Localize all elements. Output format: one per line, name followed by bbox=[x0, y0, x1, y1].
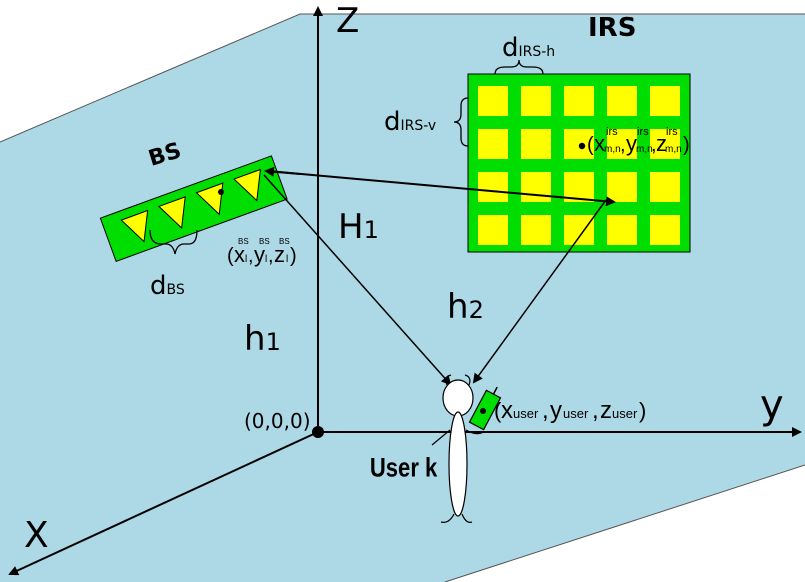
svg-text:x: x bbox=[234, 242, 245, 267]
irs-element bbox=[521, 86, 551, 116]
x-axis bbox=[8, 431, 319, 576]
bs-panel-group bbox=[99, 155, 288, 263]
bs-antenna-dot bbox=[218, 189, 224, 195]
svg-text:z: z bbox=[656, 131, 667, 156]
back-wall-edge bbox=[0, 13, 805, 143]
svg-text:BS: BS bbox=[259, 237, 270, 246]
svg-text:y: y bbox=[626, 131, 637, 156]
irs-h-spacing-label: dIRS-h bbox=[502, 33, 555, 63]
irs-element bbox=[478, 86, 508, 116]
origin-label: (0,0,0) bbox=[244, 409, 311, 433]
irs-element bbox=[650, 172, 680, 202]
bs-to-user-channel bbox=[263, 174, 452, 386]
irs-element bbox=[650, 129, 680, 159]
svg-text:(: ( bbox=[227, 245, 234, 267]
z-axis-label: Z bbox=[336, 1, 359, 41]
irs-element bbox=[478, 129, 508, 159]
user-phone-dot bbox=[480, 408, 486, 414]
bs-antenna bbox=[195, 182, 224, 216]
irs-element bbox=[607, 86, 637, 116]
svg-text:irs: irs bbox=[666, 126, 678, 138]
irs-element bbox=[521, 129, 551, 159]
irs-element bbox=[564, 129, 594, 159]
irs-element bbox=[607, 172, 637, 202]
h2-label: h2 bbox=[447, 287, 484, 327]
svg-text:m,n: m,n bbox=[665, 144, 682, 155]
svg-text:,: , bbox=[620, 134, 626, 156]
svg-text:(: ( bbox=[587, 134, 594, 156]
svg-text:,: , bbox=[248, 245, 254, 267]
irs-h-brace bbox=[494, 59, 544, 75]
irs-element bbox=[521, 172, 551, 202]
svg-text:user: user bbox=[612, 406, 638, 421]
H1-label: H1 bbox=[338, 207, 379, 247]
y-axis-label: y bbox=[760, 382, 784, 428]
irs-element bbox=[478, 172, 508, 202]
irs-element-dot bbox=[578, 142, 586, 150]
svg-text:,: , bbox=[268, 245, 274, 267]
bs-antenna bbox=[120, 209, 149, 243]
bs-antenna-coord: ( x BS l , y BS l , z BS l ) bbox=[227, 237, 297, 267]
svg-text:z: z bbox=[274, 242, 285, 267]
irs-v-spacing-label: dIRS-v bbox=[384, 107, 436, 137]
irs-element bbox=[607, 215, 637, 245]
svg-text:x: x bbox=[594, 131, 605, 156]
irs-title: IRS bbox=[588, 13, 636, 43]
svg-text:l: l bbox=[265, 254, 267, 265]
bs-antenna bbox=[233, 168, 261, 202]
svg-text:irs: irs bbox=[606, 126, 618, 138]
svg-text:m,n: m,n bbox=[604, 144, 621, 155]
svg-text:,: , bbox=[651, 134, 657, 156]
irs-element bbox=[650, 86, 680, 116]
irs-element-coord: ( x irs m,n , y irs m,n , z irs m,n ) bbox=[587, 126, 690, 156]
irs-element bbox=[607, 129, 637, 159]
irs-element bbox=[650, 215, 680, 245]
svg-text:irs: irs bbox=[637, 126, 649, 138]
irs-v-brace bbox=[453, 97, 469, 147]
irs-to-user-channel bbox=[472, 199, 607, 384]
svg-text:l: l bbox=[286, 254, 288, 265]
svg-text:y: y bbox=[254, 242, 265, 267]
bs-spacing-label: dBS bbox=[150, 271, 185, 301]
h1-channel-bs-to-irs bbox=[267, 170, 616, 207]
user-label: User k bbox=[370, 454, 438, 483]
x-axis-label: X bbox=[24, 515, 49, 556]
svg-text:): ) bbox=[290, 245, 297, 267]
svg-text:z: z bbox=[600, 397, 612, 424]
origin-dot bbox=[312, 426, 324, 438]
user-coord: ( x user , y user , z user ) bbox=[494, 397, 646, 424]
bs-antenna-array bbox=[120, 168, 261, 243]
svg-text:l: l bbox=[245, 254, 247, 265]
h1-channel-reverse-head bbox=[264, 166, 301, 177]
user-figure bbox=[431, 374, 485, 523]
svg-text:user: user bbox=[563, 406, 589, 421]
svg-text:): ) bbox=[639, 398, 646, 423]
irs-element bbox=[521, 215, 551, 245]
floor-plane bbox=[0, 142, 805, 582]
bs-spacing-brace bbox=[149, 229, 198, 255]
bs-antenna bbox=[157, 196, 186, 229]
svg-text:(: ( bbox=[494, 398, 502, 423]
svg-text:,: , bbox=[592, 397, 599, 424]
irs-element bbox=[478, 215, 508, 245]
irs-element bbox=[564, 86, 594, 116]
svg-text:x: x bbox=[501, 397, 513, 424]
floor-edge bbox=[444, 464, 805, 582]
h1-label: h1 bbox=[244, 319, 281, 359]
irs-element bbox=[564, 215, 594, 245]
svg-text:BS: BS bbox=[279, 237, 290, 246]
svg-text:y: y bbox=[550, 397, 562, 424]
svg-text:): ) bbox=[683, 134, 690, 156]
svg-text:BS: BS bbox=[238, 237, 249, 246]
svg-text:,: , bbox=[542, 397, 549, 424]
svg-text:user: user bbox=[513, 406, 539, 421]
irs-element-grid bbox=[478, 86, 680, 245]
svg-text:m,n: m,n bbox=[636, 144, 653, 155]
